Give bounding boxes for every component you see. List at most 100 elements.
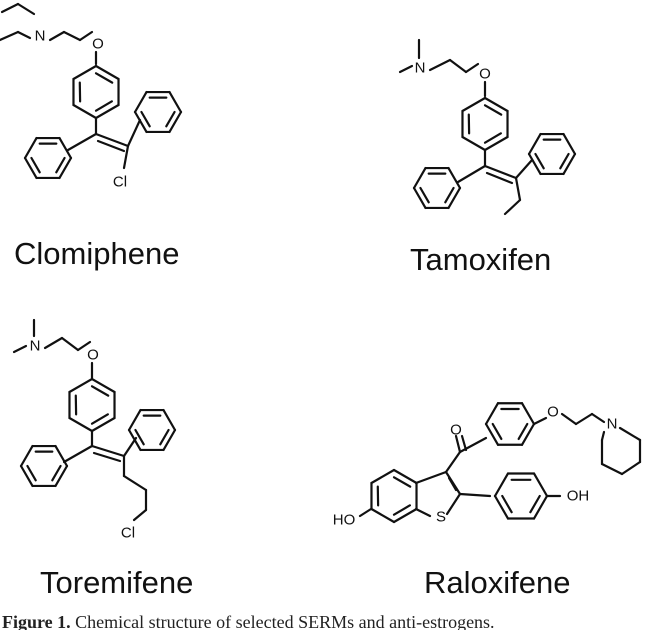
phenoxy-ring bbox=[461, 135, 487, 152]
phenoxy-ring bbox=[94, 64, 120, 81]
phenyl-bond bbox=[456, 164, 487, 184]
phenoxy-ring bbox=[90, 416, 116, 433]
piperidine-ring bbox=[600, 462, 624, 476]
tamoxifen-label: Tamoxifen bbox=[410, 242, 552, 277]
phenoxy-ring bbox=[461, 96, 487, 113]
chloroethyl-chain bbox=[122, 474, 148, 492]
left-phenyl-ring bbox=[58, 136, 73, 160]
sulfur-atom: S bbox=[436, 509, 446, 526]
right-phenyl-ring bbox=[133, 90, 148, 114]
carbonyl-double bbox=[460, 434, 468, 452]
left-phenyl-ring bbox=[54, 464, 69, 488]
right-phenyl-ring-aromatic bbox=[140, 110, 151, 128]
carbonyl-oxygen: O bbox=[450, 422, 462, 439]
phenoxy-ring bbox=[68, 416, 94, 433]
left-phenyl-ring-aromatic bbox=[419, 186, 430, 204]
phenoxy-ring bbox=[483, 96, 509, 113]
phenoxy-ring bbox=[483, 135, 509, 152]
hydroxyphenyl-ring-aromatic bbox=[529, 494, 541, 514]
left-phenyl-ring bbox=[58, 156, 73, 180]
ethoxy-chain bbox=[464, 62, 480, 74]
alkene-bond bbox=[90, 444, 126, 458]
piperidine-ring bbox=[620, 460, 642, 476]
right-phenyl-ring-aromatic bbox=[134, 428, 145, 446]
figure-caption: Figure 1. Chemical structure of selected… bbox=[2, 612, 658, 630]
left-phenyl-ring bbox=[23, 156, 38, 180]
ethoxy-chain bbox=[62, 30, 82, 42]
caption-label: Figure 1. bbox=[2, 612, 71, 630]
right-phenyl-ring bbox=[127, 408, 142, 432]
right-phenyl-ring bbox=[162, 408, 177, 432]
ethoxy-chain bbox=[560, 412, 578, 426]
right-phenyl-ring-aromatic bbox=[559, 152, 570, 170]
right-phenyl-ring-aromatic bbox=[534, 152, 545, 170]
left-phenyl-ring bbox=[19, 464, 34, 488]
alkene-bond-double bbox=[485, 171, 514, 185]
nitrogen-atom: N bbox=[607, 416, 618, 433]
ethoxy-chain bbox=[76, 340, 92, 352]
phenyl-bond bbox=[126, 118, 142, 148]
left-phenyl-ring-aromatic bbox=[26, 464, 37, 482]
benzo-ring bbox=[392, 507, 418, 524]
phenyl-bond bbox=[514, 158, 534, 180]
alkene-bond bbox=[94, 132, 130, 148]
thiophene-bond bbox=[414, 507, 432, 518]
hydroxyphenyl-ring bbox=[532, 472, 549, 498]
oxygen-atom: O bbox=[547, 404, 559, 421]
right-phenyl-ring bbox=[527, 132, 542, 156]
ethoxy-chain bbox=[48, 30, 66, 42]
ethoxy-chain bbox=[60, 336, 80, 352]
left-phenyl-ring-aromatic bbox=[51, 464, 62, 482]
n-methyl-bond bbox=[398, 64, 414, 74]
ethoxy-chain bbox=[428, 58, 452, 72]
right-phenyl-ring bbox=[168, 90, 183, 114]
phenoxy-ring bbox=[520, 422, 536, 446]
clomiphene-label: Clomiphene bbox=[14, 236, 180, 271]
hydroxy-bond bbox=[358, 507, 373, 518]
toremifene-label: Toremifene bbox=[40, 565, 194, 600]
chloro-bond bbox=[122, 144, 130, 170]
ethoxy-chain bbox=[448, 58, 468, 74]
oxygen-atom: O bbox=[92, 36, 104, 53]
ethyl-bond bbox=[503, 198, 522, 216]
piperidine-ring bbox=[600, 430, 606, 442]
left-phenyl-ring bbox=[54, 444, 69, 468]
ethoxy-chain bbox=[574, 412, 594, 426]
benzo-ring bbox=[370, 468, 396, 485]
benzo-ring-aromatic bbox=[392, 476, 412, 488]
phenyl-bond bbox=[122, 436, 138, 458]
phenoxy-ring bbox=[520, 402, 536, 426]
ethoxy-chain bbox=[78, 30, 94, 42]
phenyl-bond bbox=[66, 132, 98, 152]
ethyl-bond bbox=[0, 2, 20, 14]
alkene-bond-double bbox=[92, 451, 122, 463]
phenyl-bond bbox=[62, 444, 94, 464]
left-phenyl-ring-aromatic bbox=[444, 186, 455, 204]
left-phenyl-ring-aromatic bbox=[55, 156, 66, 174]
left-phenyl-ring bbox=[412, 186, 427, 210]
left-phenyl-ring bbox=[412, 166, 427, 190]
ethoxy-chain bbox=[43, 336, 64, 350]
phenoxy-ring bbox=[484, 402, 500, 426]
right-phenyl-ring bbox=[562, 132, 577, 156]
alkene-bond-double bbox=[96, 139, 126, 153]
left-phenyl-ring bbox=[447, 186, 462, 210]
right-phenyl-ring-aromatic bbox=[159, 428, 170, 446]
right-phenyl-ring bbox=[527, 152, 542, 176]
thiophene-bond bbox=[414, 470, 448, 485]
right-phenyl-ring bbox=[162, 428, 177, 452]
ethyl-bond bbox=[514, 176, 522, 202]
right-phenyl-ring bbox=[168, 110, 183, 134]
chloroethyl-chain bbox=[132, 508, 148, 522]
benzo-ring-aromatic bbox=[392, 504, 411, 516]
chlorine-atom: Cl bbox=[113, 174, 127, 191]
phenoxy-ring-aromatic bbox=[90, 385, 110, 397]
phenoxy-ring bbox=[484, 422, 500, 446]
hydroxyphenyl-ring bbox=[493, 494, 510, 520]
left-phenyl-ring-aromatic bbox=[30, 156, 41, 174]
phenoxy-ring bbox=[94, 103, 120, 120]
ethyl-bond bbox=[0, 30, 20, 42]
